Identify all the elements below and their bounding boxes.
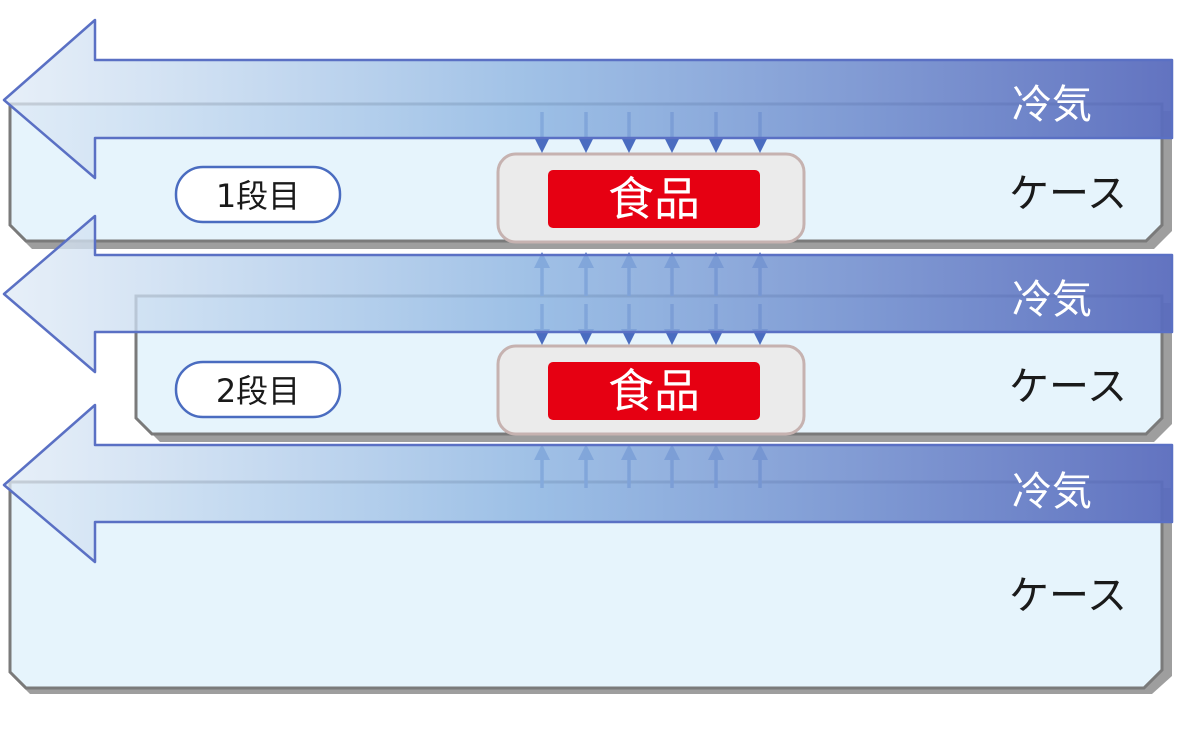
food-label-bg-1	[548, 170, 760, 228]
airflow-label-3: 冷気	[1012, 469, 1092, 515]
food-label-1: 食品	[608, 172, 700, 226]
tier-label-1: 1段目	[216, 177, 300, 215]
case-label-2: ケース	[1009, 364, 1127, 410]
airflow-arrow-3	[2, 403, 1174, 564]
airflow-arrow-1	[2, 18, 1174, 180]
case-label-3: ケース	[1009, 573, 1127, 619]
airflow-label-1: 冷気	[1012, 82, 1092, 128]
tier-label-2: 2段目	[216, 372, 300, 410]
airflow-arrow-2	[2, 214, 1174, 374]
food-label-bg-2	[548, 362, 760, 420]
tier-pill-1: 1段目	[174, 165, 342, 224]
food-item-1: 食品	[496, 152, 806, 244]
airflow-label-2: 冷気	[1012, 277, 1092, 323]
tier-pill-2: 2段目	[174, 360, 342, 419]
case-3	[8, 480, 1172, 694]
case-label-1: ケース	[1009, 171, 1127, 217]
food-label-2: 食品	[608, 364, 700, 418]
food-item-2: 食品	[496, 344, 806, 436]
